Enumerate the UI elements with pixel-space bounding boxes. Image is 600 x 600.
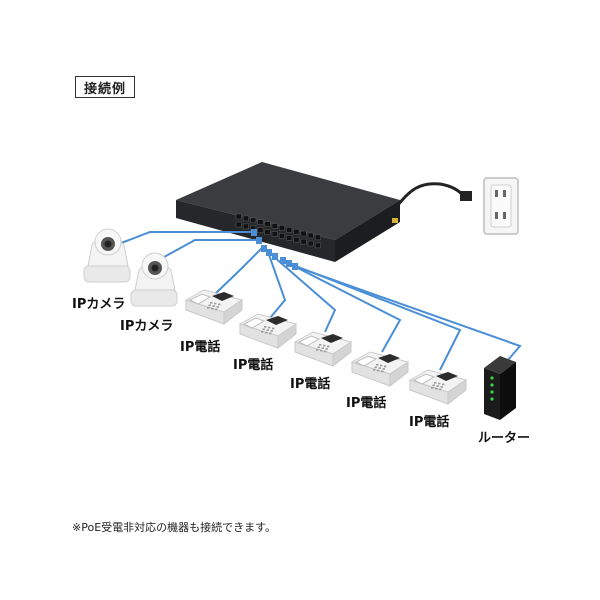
ip-phone-3 <box>293 331 353 368</box>
switch-port <box>286 235 293 241</box>
switch-port <box>235 213 242 220</box>
router <box>484 356 516 420</box>
switch-port <box>278 233 286 239</box>
label-ip-phone-4: IP電話 <box>346 396 387 411</box>
ip-phones <box>184 289 468 406</box>
cable-phone4 <box>281 259 402 353</box>
label-router: ルーター <box>478 431 531 446</box>
ip-phone-2 <box>238 313 298 350</box>
power-cable <box>396 182 466 206</box>
ip-camera-1 <box>83 228 131 283</box>
switch-port <box>300 238 307 245</box>
network-cables <box>107 231 522 371</box>
cable-phone1 <box>214 247 263 295</box>
switch-port <box>271 223 278 229</box>
switch-port <box>300 230 307 237</box>
switch-port <box>264 229 271 235</box>
switch-port <box>314 234 322 241</box>
footnote: ※PoE受電非対応の機器も接続できます。 <box>72 521 277 534</box>
switch-port <box>242 215 249 222</box>
switch-port <box>293 236 300 243</box>
switch-port <box>307 232 314 239</box>
switch-ports <box>235 213 322 249</box>
switch-port <box>250 217 257 224</box>
network-switch <box>176 162 400 262</box>
power-plug <box>460 191 472 201</box>
switch-port <box>257 219 264 225</box>
label-ip-camera-1: IPカメラ <box>72 297 126 312</box>
switch-port <box>314 242 322 249</box>
ip-phone-1 <box>184 289 244 326</box>
label-ip-phone-3: IP電話 <box>290 377 331 392</box>
switch-port <box>271 231 278 237</box>
switch-port <box>257 227 264 233</box>
label-ip-camera-2: IPカメラ <box>120 319 174 334</box>
cable-connectors <box>251 229 298 270</box>
switch-port <box>307 240 314 247</box>
ip-phone-5 <box>408 369 468 406</box>
switch-port <box>235 221 242 228</box>
switch-power-led <box>392 218 398 223</box>
diagram-title: 接続例 <box>75 76 135 98</box>
label-ip-phone-1: IP電話 <box>180 340 221 355</box>
switch-port <box>264 221 271 227</box>
label-ip-phone-2: IP電話 <box>233 358 274 373</box>
switch-port <box>286 227 293 233</box>
switch-side <box>335 200 400 262</box>
cable-camera2 <box>154 239 257 263</box>
ip-camera-2 <box>130 252 178 307</box>
switch-port <box>242 223 249 230</box>
ip-phone-4 <box>350 351 410 388</box>
switch-port <box>293 228 300 235</box>
power-connection <box>396 177 519 235</box>
wall-outlet <box>483 177 519 235</box>
cable-phone3 <box>272 255 337 333</box>
cable-phone5 <box>287 262 462 371</box>
label-ip-phone-5: IP電話 <box>409 415 450 430</box>
cable-router <box>293 265 522 361</box>
cable-phone2 <box>267 251 287 319</box>
switch-port <box>278 225 286 231</box>
switch-top <box>176 162 400 240</box>
